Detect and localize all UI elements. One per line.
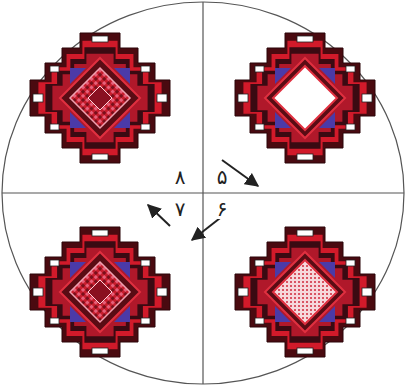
step-number: ۵ [216,167,229,187]
step-number: ۶ [216,199,229,219]
step-number: ۷ [174,199,187,219]
step-number: ۸ [174,167,187,187]
